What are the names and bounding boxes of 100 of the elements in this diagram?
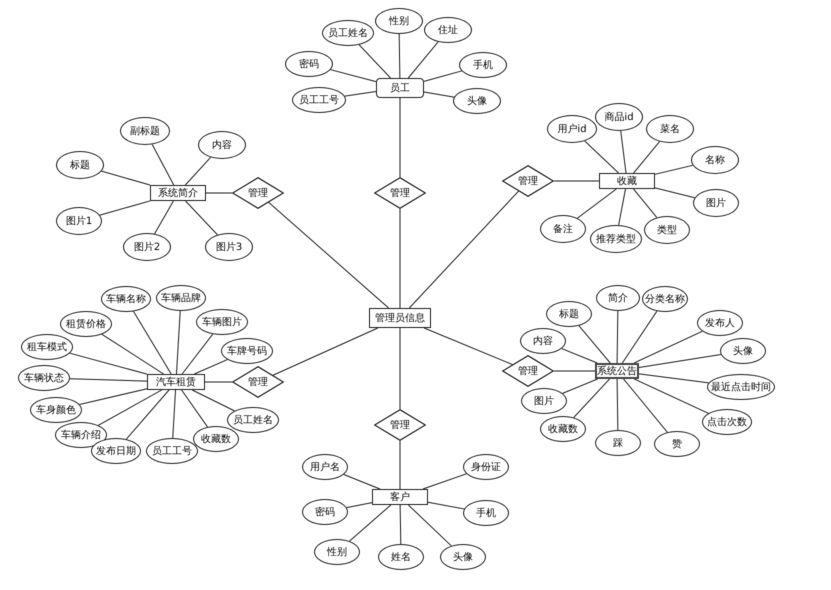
connector-line (654, 187, 696, 198)
connector-line (330, 69, 376, 82)
attribute-ellipse: 内容 (520, 328, 566, 354)
attribute-ellipse: 租赁价格 (60, 311, 112, 337)
connector-line (398, 34, 400, 78)
entity-box: 汽车租赁 (147, 374, 205, 390)
relationship-diamond: 管理 (374, 409, 426, 441)
connector-line (561, 348, 598, 364)
connector-line (584, 140, 620, 174)
connector-line (623, 378, 668, 433)
attribute-ellipse: 踩 (595, 430, 641, 456)
entity-box: 客户 (372, 489, 428, 505)
connector-line (181, 390, 208, 428)
connector-line (172, 390, 176, 438)
connector-line (184, 156, 212, 186)
connector-line (562, 378, 598, 394)
attribute-ellipse: 图片2 (123, 233, 171, 261)
connector-line (101, 170, 150, 186)
connector-line (422, 473, 467, 490)
connector-line (152, 144, 174, 186)
connector-line (268, 202, 390, 308)
attribute-ellipse: 手机 (459, 52, 507, 78)
attribute-ellipse: 收藏数 (193, 426, 239, 452)
connector-line (424, 328, 513, 366)
connector-line (616, 310, 618, 364)
attribute-ellipse: 标题 (546, 301, 592, 327)
attribute-ellipse: 副标题 (120, 117, 170, 145)
attribute-ellipse: 图片1 (56, 207, 102, 235)
connector-line (633, 188, 658, 218)
relationship-diamond: 管理 (232, 177, 284, 209)
attribute-ellipse: 简介 (596, 285, 640, 311)
attribute-ellipse: 图片 (693, 189, 739, 217)
connector-line (618, 188, 626, 226)
attribute-ellipse: 车辆图片 (196, 309, 248, 335)
attribute-ellipse: 车身颜色 (30, 397, 82, 423)
attribute-ellipse: 头像 (453, 88, 501, 114)
attribute-ellipse: 住址 (424, 17, 472, 43)
attribute-ellipse: 头像 (720, 338, 766, 364)
connector-line (101, 334, 164, 374)
entity-box: 系统简介 (150, 185, 206, 201)
attribute-ellipse: 类型 (644, 216, 690, 244)
attribute-ellipse: 姓名 (378, 544, 424, 570)
attribute-ellipse: 分类名称 (642, 286, 688, 312)
connector-line (400, 504, 402, 544)
attribute-ellipse: 密码 (302, 499, 348, 525)
attribute-ellipse: 点击次数 (702, 409, 752, 435)
connector-line (428, 502, 465, 510)
connector-line (99, 200, 150, 216)
entity-box: 系统公告 (595, 363, 639, 379)
attribute-ellipse: 车辆名称 (101, 286, 151, 312)
connector-line (634, 330, 703, 364)
connector-line (154, 200, 174, 234)
attribute-ellipse: 备注 (540, 215, 586, 243)
attribute-ellipse: 车辆状态 (18, 365, 70, 391)
connector-line (577, 188, 617, 219)
attribute-ellipse: 用户名 (302, 454, 348, 480)
attribute-ellipse: 用户id (547, 115, 597, 143)
attribute-ellipse: 发布日期 (91, 438, 141, 464)
connector-line (69, 378, 148, 382)
attribute-ellipse: 图片3 (205, 233, 253, 261)
attribute-ellipse: 员工姓名 (322, 20, 374, 46)
connector-line (358, 44, 392, 78)
relationship-diamond: 管理 (232, 366, 284, 398)
connector-line (554, 180, 600, 182)
connector-line (578, 325, 611, 364)
connector-line (408, 41, 439, 78)
connector-line (98, 390, 162, 426)
attribute-ellipse: 性别 (314, 539, 360, 565)
connector-line (343, 474, 380, 490)
attribute-ellipse: 员工姓名 (227, 407, 279, 433)
connector-line (126, 390, 170, 440)
connector-line (616, 378, 618, 430)
connector-line (408, 504, 452, 546)
attribute-ellipse: 商品id (595, 103, 643, 131)
connector-line (272, 328, 378, 376)
attribute-ellipse: 图片 (521, 388, 567, 414)
attribute-ellipse: 菜名 (646, 115, 694, 143)
connector-line (408, 190, 519, 308)
attribute-ellipse: 手机 (463, 500, 509, 526)
connector-line (185, 200, 218, 236)
attribute-ellipse: 标题 (56, 151, 104, 179)
connector-line (132, 310, 172, 374)
connector-line (622, 310, 658, 364)
relationship-diamond: 管理 (374, 177, 426, 209)
connector-line (206, 192, 232, 194)
attribute-ellipse: 发布人 (697, 310, 743, 336)
connector-line (79, 388, 148, 405)
entity-box: 员工 (376, 78, 424, 98)
connector-line (638, 354, 722, 368)
attribute-ellipse: 赞 (654, 431, 700, 457)
entity-box: 管理员信息 (369, 308, 431, 328)
attribute-ellipse: 名称 (691, 146, 739, 174)
connector-line (346, 502, 372, 508)
attribute-ellipse: 身份证 (463, 454, 509, 480)
connector-line (349, 504, 392, 542)
entity-box: 收藏 (599, 173, 655, 189)
connector-line (634, 378, 709, 414)
connector-line (554, 370, 596, 372)
relationship-diamond: 管理 (502, 165, 554, 197)
relationship-diamond: 管理 (502, 355, 554, 387)
